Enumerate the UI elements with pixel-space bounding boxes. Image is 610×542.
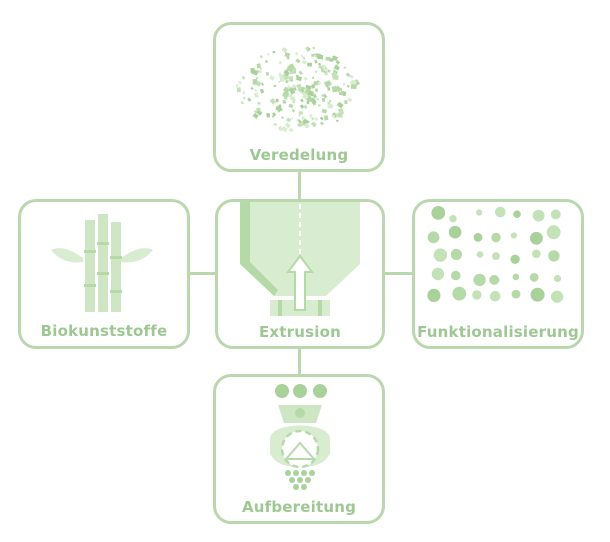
connector-center-bottom [298,347,301,376]
connector-left-center [188,272,217,275]
node-extrusion: Extrusion [215,199,385,349]
node-aufbereitung: Aufbereitung [213,374,385,524]
node-label-aufbereitung: Aufbereitung [241,498,357,516]
node-label-funktionalisierung: Funktionalisierung [417,323,579,341]
connector-top-center [298,170,301,202]
node-label-biokunststoffe: Biokunststoffe [40,322,168,340]
bamboo-plant-icon [51,214,153,312]
node-funktionalisierung: Funktionalisierung [412,199,584,349]
node-veredelung: Veredelung [213,22,385,172]
node-label-veredelung: Veredelung [249,146,349,164]
node-label-extrusion: Extrusion [258,323,342,341]
granules-icon [236,46,361,133]
grinder-mill-icon [270,384,330,490]
extruder-hopper-icon [240,202,360,316]
node-biokunststoffe: Biokunststoffe [18,199,190,349]
particles-icon [427,206,564,303]
connector-right-center [383,272,414,275]
